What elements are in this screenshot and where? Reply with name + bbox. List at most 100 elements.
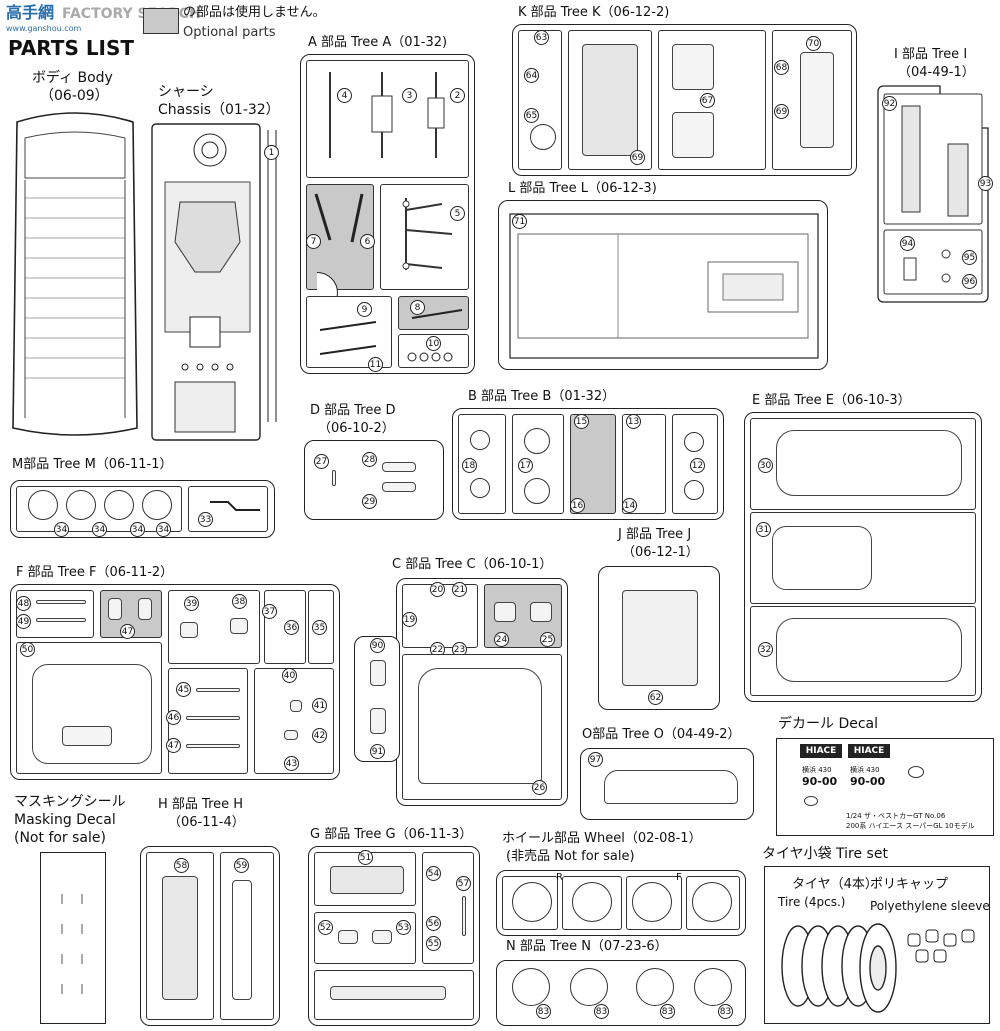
part-number: 93: [978, 176, 993, 191]
part-piece: [462, 896, 466, 936]
decal-plate-small: 横浜 430: [802, 766, 832, 774]
tree-c-side-frame: [354, 636, 400, 762]
tree-a-bolts: [407, 352, 453, 362]
part-piece: [284, 730, 298, 740]
part-number: 69: [774, 104, 789, 119]
part-number: 3: [402, 88, 417, 103]
part-number: 26: [532, 780, 547, 795]
wheel-part: [694, 968, 732, 1006]
tire-label-jp: タイヤ（4本）: [792, 877, 878, 892]
part-number: 38: [232, 594, 247, 609]
part-number: 68: [774, 60, 789, 75]
part-number: 27: [314, 454, 329, 469]
window-glass: [776, 430, 962, 496]
dashboard-part: [582, 44, 638, 156]
tree-o-label: O部品 Tree O（04-49-2）: [582, 727, 741, 742]
part-number: 32: [758, 642, 773, 657]
tree-h-code: （06-11-4）: [168, 815, 245, 830]
brand-url: www.ganshou.com: [6, 24, 82, 33]
wheel-part: [512, 882, 552, 922]
part-number: 69: [630, 150, 645, 165]
part-number: 51: [358, 850, 373, 865]
wheel-rear-marker: R: [556, 872, 563, 883]
chassis-label-jp: シャーシ: [158, 84, 214, 100]
part-number: 37: [262, 604, 277, 619]
wheel-part: [692, 882, 732, 922]
part-number: 25: [540, 632, 555, 647]
part-number: 67: [700, 93, 715, 108]
part-number: 28: [362, 452, 377, 467]
brand-search: FACTORY SEARCH: [62, 6, 201, 22]
tree-d-frame: [304, 440, 444, 520]
rear-seat-part: [622, 590, 698, 686]
toyota-emblem: [908, 766, 924, 778]
part-number: 83: [718, 1004, 733, 1019]
tree-b-label: B 部品 Tree B（01-32）: [468, 389, 616, 404]
body-code: （06-09）: [40, 88, 109, 104]
part-piece: [232, 880, 252, 1000]
part-piece: [186, 716, 240, 720]
decal-note: 1/24 ザ・ベストカーGT No.06: [846, 812, 946, 820]
tree-d-code: （06-10-2）: [318, 421, 395, 436]
part-number: 30: [758, 458, 773, 473]
part-number: 42: [312, 728, 327, 743]
tree-c-label: C 部品 Tree C（06-10-1）: [392, 557, 553, 572]
part-piece: [186, 744, 240, 748]
console-part: [800, 52, 834, 148]
part-number: 2: [450, 88, 465, 103]
part-number: 41: [312, 698, 327, 713]
tree-a-arm: [402, 198, 453, 270]
part-piece: [370, 708, 386, 734]
part-number: 13: [626, 414, 641, 429]
part-number: 57: [456, 876, 471, 891]
part-number: 83: [536, 1004, 551, 1019]
tree-i-code: （04-49-1）: [898, 65, 975, 80]
part-number: 35: [312, 620, 327, 635]
part-number: 95: [962, 250, 977, 265]
page-title: PARTS LIST: [8, 36, 135, 60]
part-number: 65: [524, 108, 539, 123]
wheel-part: [572, 882, 612, 922]
wheel-part: [512, 968, 550, 1006]
part-number: 96: [962, 274, 977, 289]
part-piece: [36, 600, 86, 604]
part-piece: [370, 660, 386, 686]
part-number: 45: [176, 682, 191, 697]
part-piece: [494, 602, 516, 622]
wheel-label: ホイール部品 Wheel（02-08-1）: [502, 831, 702, 846]
tree-a-cell-optional: [398, 296, 469, 330]
part-number: 39: [184, 596, 199, 611]
part-piece: [338, 930, 358, 944]
part-number: 55: [426, 936, 441, 951]
wheel-note: (非売品 Not for sale): [506, 849, 635, 864]
tree-a-cell: [380, 184, 469, 290]
part-number: 33: [198, 512, 213, 527]
tree-e-label: E 部品 Tree E（06-10-3）: [752, 393, 911, 408]
part-piece: [290, 700, 302, 712]
part-number: 15: [574, 414, 589, 429]
part-number: 43: [284, 756, 299, 771]
part-number: 56: [426, 916, 441, 931]
tree-h-label: H 部品 Tree H: [158, 797, 244, 812]
part-number: 71: [512, 214, 527, 229]
masking-label-en: Masking Decal: [14, 812, 116, 828]
tree-b-cell-optional: [570, 414, 616, 514]
tree-a-links: [314, 193, 364, 243]
tree-a-cell: [306, 296, 392, 368]
part-piece: [230, 618, 248, 634]
tree-m-bracket: [210, 501, 260, 511]
tree-f-label: F 部品 Tree F（06-11-2）: [16, 565, 174, 580]
tree-j-code: （06-12-1）: [622, 545, 699, 560]
wheel-part: [636, 968, 674, 1006]
optional-legend-text: の部品は使用しません。: [183, 5, 326, 20]
tree-a-label: A 部品 Tree A（01-32): [308, 35, 448, 50]
part-number: 83: [594, 1004, 609, 1019]
wheel-part: [66, 490, 96, 520]
part-number: 6: [360, 234, 375, 249]
toyota-emblem: [804, 796, 818, 806]
roof-part: [418, 668, 542, 784]
disc-part: [524, 478, 550, 504]
masking-sheet-marks: [61, 894, 83, 994]
tree-i-frame: [877, 85, 989, 303]
part-number: 10: [426, 336, 441, 351]
